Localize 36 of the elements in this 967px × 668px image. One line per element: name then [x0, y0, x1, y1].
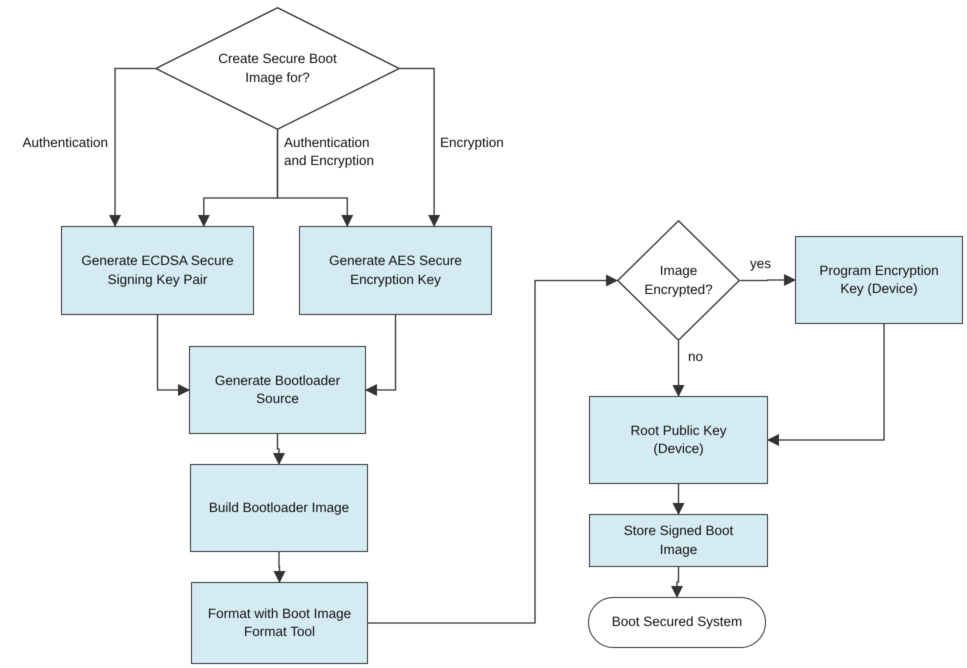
arrow	[274, 552, 286, 583]
node-text: Generate Bootloader Source	[214, 372, 342, 408]
process-box	[61, 226, 254, 315]
node-text: Create Secure Boot Image for?	[217, 50, 338, 87]
edge-label: Encryption	[438, 134, 506, 152]
arrow	[368, 274, 618, 624]
node-text: Image Encrypted?	[643, 262, 714, 299]
node-text: Store Signed Boot Image	[622, 522, 734, 559]
process-box	[589, 514, 768, 567]
node-text: Build Bootloader Image	[208, 498, 350, 517]
arrow	[740, 274, 796, 286]
process-box	[189, 346, 366, 434]
node-text: Boot Secured System	[612, 613, 742, 632]
process-box	[190, 464, 368, 552]
decision-diamond	[617, 220, 740, 341]
arrow	[365, 315, 396, 396]
arrow	[156, 315, 190, 396]
arrow	[276, 130, 354, 227]
arrow	[767, 324, 885, 446]
node-text: Program Encryption Key (Device)	[818, 262, 940, 298]
process-box	[191, 582, 368, 664]
process-box	[795, 236, 963, 324]
process-box	[299, 226, 492, 315]
arrow	[672, 484, 684, 515]
arrow	[400, 68, 440, 227]
node-text: Generate ECDSA Secure Signing Key Pair	[80, 252, 235, 289]
node-text: Generate AES Secure Encryption Key	[328, 252, 463, 289]
node-text: Format with Boot Image Format Tool	[206, 604, 352, 641]
arrow	[109, 68, 155, 227]
decision-diamond	[155, 7, 400, 130]
arrow	[672, 341, 684, 397]
node-text: Root Public Key (Device)	[629, 422, 728, 458]
terminator-pill	[588, 597, 766, 648]
arrow	[671, 567, 683, 598]
process-box	[589, 396, 768, 484]
arrow	[273, 434, 285, 465]
